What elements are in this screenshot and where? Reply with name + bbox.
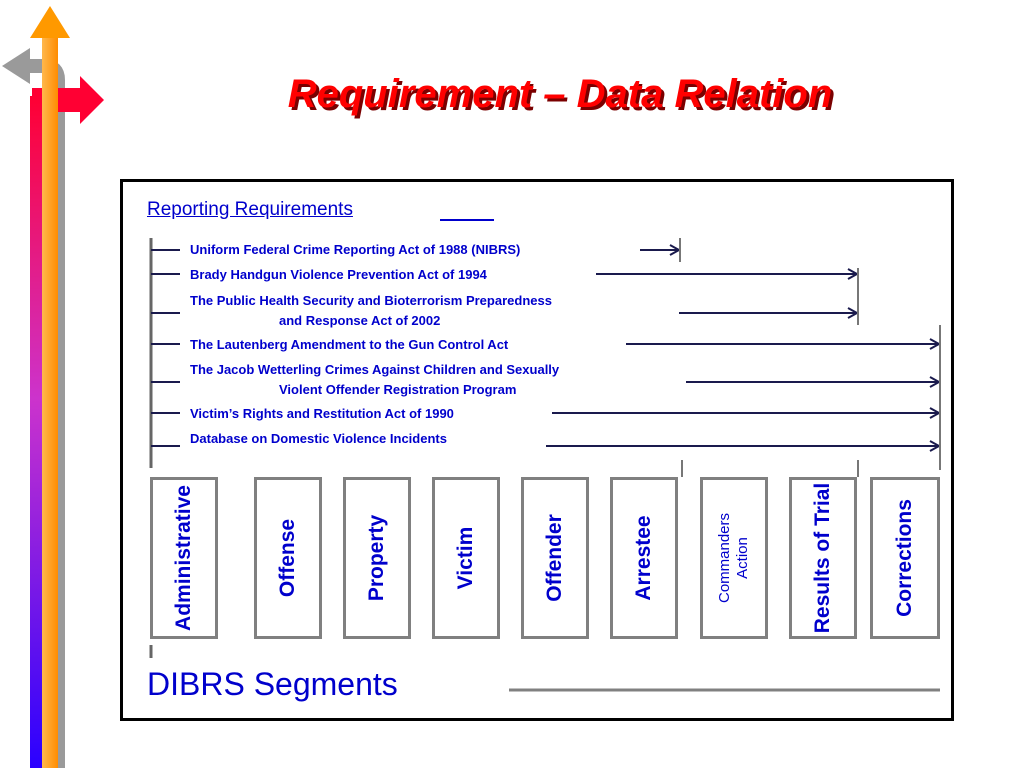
act-label: Uniform Federal Crime Reporting Act of 1…	[190, 242, 521, 257]
segment-administrative: Administrative	[150, 477, 218, 639]
segment-arrestee: Arrestee	[610, 477, 678, 639]
slide-title: Requirement – Data Relation	[287, 72, 833, 116]
act-label: Database on Domestic Violence Incidents	[190, 431, 447, 446]
act-label-line2: Violent Offender Registration Program	[279, 382, 517, 397]
act-label: Brady Handgun Violence Prevention Act of…	[190, 267, 487, 282]
segment-offender: Offender	[521, 477, 589, 639]
segment-corrections: Corrections	[870, 477, 940, 639]
segment-victim: Victim	[432, 477, 500, 639]
reporting-requirements-header: Reporting Requirements	[147, 199, 353, 220]
dibrs-segments-label: DIBRS Segments	[147, 666, 398, 702]
diagram-frame	[120, 179, 954, 721]
segment-results-of-trial: Results of Trial	[789, 477, 857, 639]
orange-arrowhead-icon	[30, 6, 70, 38]
act-label: The Public Health Security and Bioterror…	[190, 293, 552, 308]
gray-arrowhead-icon	[2, 48, 30, 84]
segment-property: Property	[343, 477, 411, 639]
act-label: The Lautenberg Amendment to the Gun Cont…	[190, 337, 509, 352]
decorative-arrows	[2, 6, 104, 768]
orange-up-arrow	[42, 36, 58, 768]
act-label: The Jacob Wetterling Crimes Against Chil…	[190, 362, 560, 377]
segment-offense: Offense	[254, 477, 322, 639]
act-label: Victim’s Rights and Restitution Act of 1…	[190, 406, 454, 421]
act-label-line2: and Response Act of 2002	[279, 313, 441, 328]
header-underline	[440, 219, 494, 221]
